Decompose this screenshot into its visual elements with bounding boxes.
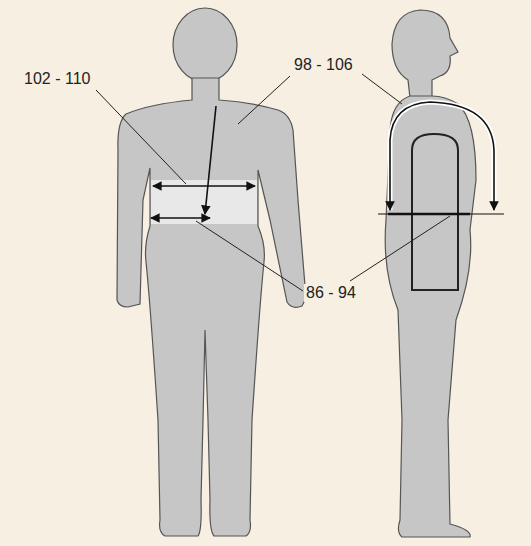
leader-line <box>196 221 303 291</box>
shoulder-loop <box>390 102 494 210</box>
front-body <box>117 78 306 536</box>
side-measure-lines <box>378 102 504 214</box>
shoulder-loop-halo <box>390 102 494 210</box>
head <box>173 8 237 82</box>
leader-lines <box>96 74 450 291</box>
measurement-label: 102 - 110 <box>22 70 92 88</box>
length-line <box>205 106 216 214</box>
measurement-label: 98 - 106 <box>292 56 355 74</box>
side-waist-line <box>388 213 470 215</box>
measurement-label: 86 - 94 <box>304 284 358 302</box>
leader-line <box>96 90 186 184</box>
side-figure <box>385 10 476 537</box>
leader-line <box>238 76 290 124</box>
side-body <box>385 96 476 537</box>
waist-level-line <box>378 213 504 214</box>
side-arm <box>412 134 458 290</box>
side-head <box>392 10 458 98</box>
waist-line <box>151 217 210 219</box>
front-figure <box>117 8 306 536</box>
leader-line <box>362 74 402 104</box>
chest-line <box>153 185 255 187</box>
leader-line <box>350 216 450 281</box>
chest-band <box>151 180 257 224</box>
